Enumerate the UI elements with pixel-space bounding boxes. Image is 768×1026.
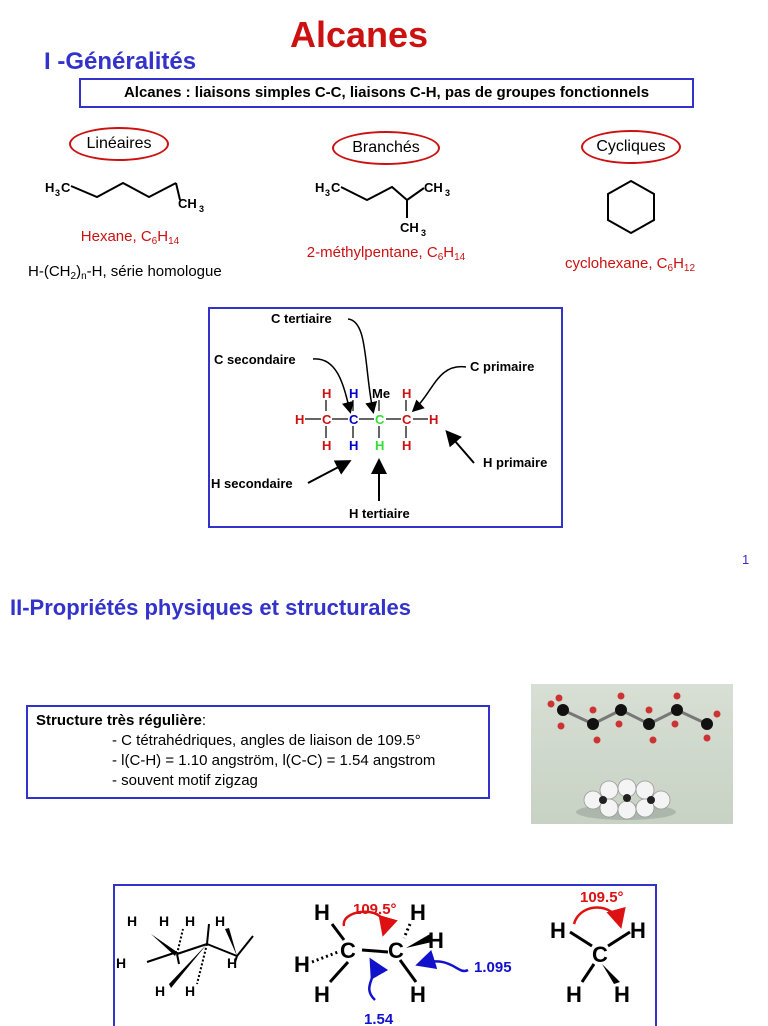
svg-text:3: 3 xyxy=(55,188,60,198)
cyclohexane-structure xyxy=(607,179,655,235)
svg-text:3: 3 xyxy=(421,228,426,238)
svg-text:H: H xyxy=(159,913,169,929)
ethane-3d-structure: H H H H C C H H 109.5° 1.095 1.54 xyxy=(294,900,512,1026)
page-number: 1 xyxy=(742,552,750,567)
svg-text:H: H xyxy=(315,180,324,195)
svg-text:3: 3 xyxy=(445,188,450,198)
svg-text:C: C xyxy=(349,412,359,427)
svg-text:H: H xyxy=(322,386,331,401)
label-c-secondaire: C secondaire xyxy=(214,352,296,367)
svg-text:3: 3 xyxy=(199,204,204,214)
angle-label-methane: 109.5° xyxy=(580,889,624,906)
svg-text:CH: CH xyxy=(178,196,197,211)
bond-ch-label: 1.095 xyxy=(474,959,512,976)
section1-heading: I -Généralités xyxy=(44,48,197,75)
structure-item: - l(C-H) = 1.10 angström, l(C-C) = 1.54 … xyxy=(112,752,436,769)
methane-3d-structure: 109.5° H H C H H xyxy=(550,889,646,1007)
svg-text:CH: CH xyxy=(424,180,443,195)
angle-label-ethane: 109.5° xyxy=(353,901,397,918)
classification-drawing: C tertiaire C secondaire C primaire H se… xyxy=(211,311,547,521)
svg-text:H: H xyxy=(349,386,358,401)
svg-text:3: 3 xyxy=(325,188,330,198)
section2-heading: II-Propriétés physiques et structurales xyxy=(10,595,412,620)
methylpentane-structure: H 3 C CH 3 CH 3 xyxy=(315,180,450,238)
svg-text:C: C xyxy=(388,938,404,963)
svg-text:C: C xyxy=(331,180,341,195)
svg-text:CH: CH xyxy=(400,220,419,235)
label-h-primaire: H primaire xyxy=(483,455,547,470)
caption-cyclohexane: cyclohexane, C6H12 xyxy=(564,255,696,274)
svg-text:C: C xyxy=(375,412,385,427)
molecular-model-photo xyxy=(531,684,733,824)
svg-text:H: H xyxy=(402,386,411,401)
svg-text:H: H xyxy=(45,180,54,195)
structure-title: Structure très régulière: xyxy=(36,712,207,729)
svg-text:H: H xyxy=(375,438,384,453)
label-h-secondaire: H secondaire xyxy=(211,476,293,491)
svg-text:H: H xyxy=(227,955,237,971)
oval-branches: Branchés xyxy=(332,131,440,165)
svg-text:H: H xyxy=(116,955,126,971)
svg-text:H: H xyxy=(295,412,304,427)
svg-text:H: H xyxy=(185,983,195,999)
caption-hexane: Hexane, C6H14 xyxy=(80,228,180,247)
structure-item: - C tétrahédriques, angles de liaison de… xyxy=(112,732,421,749)
svg-text:H: H xyxy=(314,900,330,925)
svg-text:H: H xyxy=(410,900,426,925)
svg-text:H: H xyxy=(614,982,630,1007)
svg-text:H: H xyxy=(550,918,566,943)
label-c-tertiaire: C tertiaire xyxy=(271,311,332,326)
svg-text:H: H xyxy=(314,982,330,1007)
svg-text:H: H xyxy=(185,913,195,929)
svg-text:H: H xyxy=(349,438,358,453)
definition-box: Alcanes : liaisons simples C-C, liaisons… xyxy=(79,78,694,108)
label-c-primaire: C primaire xyxy=(470,359,534,374)
svg-text:Me: Me xyxy=(372,386,390,401)
svg-text:H: H xyxy=(428,928,444,953)
svg-text:H: H xyxy=(127,913,137,929)
structure-box: Structure très régulière: - C tétrahédri… xyxy=(26,705,490,799)
svg-text:C: C xyxy=(340,938,356,963)
label-h-tertiaire: H tertiaire xyxy=(349,506,410,521)
caption-methylpentane: 2-méthylpentane, C6H14 xyxy=(306,244,466,263)
svg-text:H: H xyxy=(410,982,426,1007)
structure-item: - souvent motif zigzag xyxy=(112,772,258,789)
svg-text:H: H xyxy=(402,438,411,453)
oval-lineaires: Linéaires xyxy=(69,127,169,161)
svg-text:H: H xyxy=(294,952,310,977)
svg-text:C: C xyxy=(61,180,71,195)
svg-text:H: H xyxy=(155,983,165,999)
svg-text:C: C xyxy=(402,412,412,427)
carbon-classification-diagram xyxy=(208,307,563,528)
svg-text:H: H xyxy=(215,913,225,929)
svg-text:H: H xyxy=(429,412,438,427)
hexane-structure: H 3 C CH 3 xyxy=(45,180,204,214)
geometry-diagram-box xyxy=(113,884,657,1026)
svg-text:C: C xyxy=(322,412,332,427)
homologue-series: H-(CH2)n-H, série homologue xyxy=(28,263,222,282)
svg-text:C: C xyxy=(592,942,608,967)
svg-text:H: H xyxy=(322,438,331,453)
svg-text:H: H xyxy=(566,982,582,1007)
definition-text: Alcanes : liaisons simples C-C, liaisons… xyxy=(123,84,650,101)
svg-text:H: H xyxy=(630,918,646,943)
bond-cc-label: 1.54 xyxy=(364,1011,394,1026)
page-title: Alcanes xyxy=(289,14,429,55)
oval-cycliques: Cycliques xyxy=(581,130,681,164)
